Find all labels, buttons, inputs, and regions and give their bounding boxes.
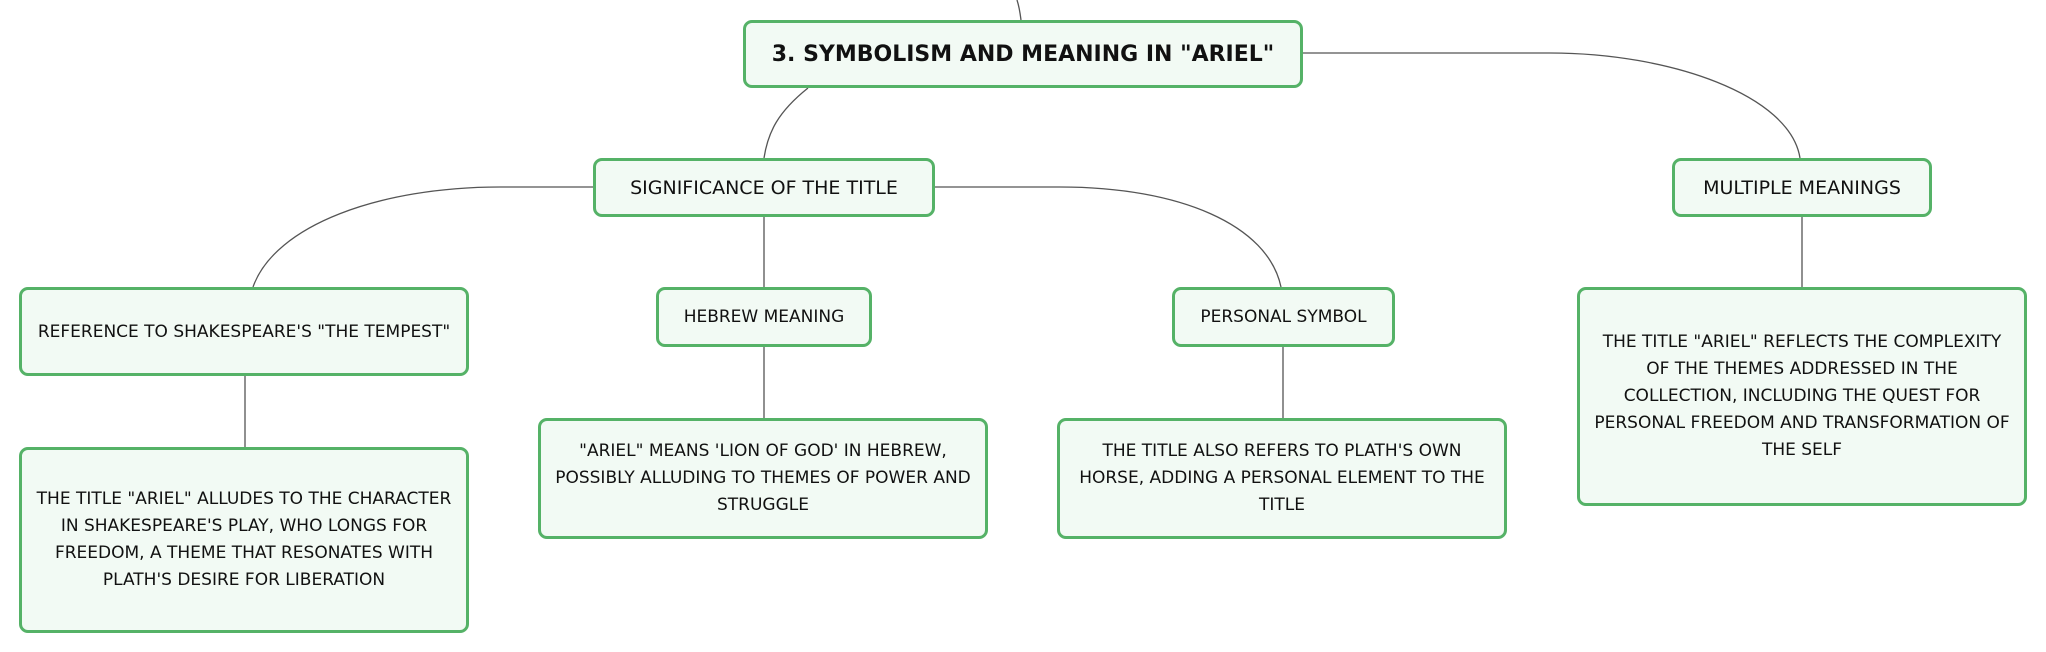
personal-symbol-node[interactable]: PERSONAL SYMBOL — [1172, 287, 1395, 347]
hebrew-detail-node[interactable]: "ARIEL" MEANS 'LION OF GOD' IN HEBREW, P… — [538, 418, 988, 539]
significance-node-label: SIGNIFICANCE OF THE TITLE — [630, 176, 898, 199]
root-node[interactable]: 3. SYMBOLISM AND MEANING IN "ARIEL" — [743, 20, 1303, 88]
hebrew-meaning-node-label: HEBREW MEANING — [683, 307, 845, 327]
personal-symbol-node-label: PERSONAL SYMBOL — [1200, 307, 1367, 327]
significance-node[interactable]: SIGNIFICANCE OF THE TITLE — [593, 158, 935, 217]
multiple-meanings-detail-node[interactable]: THE TITLE "ARIEL" REFLECTS THE COMPLEXIT… — [1577, 287, 2027, 506]
shakespeare-node-label: REFERENCE TO SHAKESPEARE'S "THE TEMPEST" — [37, 321, 451, 342]
root-node-label: 3. SYMBOLISM AND MEANING IN "ARIEL" — [771, 41, 1275, 67]
shakespeare-detail-node[interactable]: THE TITLE "ARIEL" ALLUDES TO THE CHARACT… — [19, 447, 469, 633]
connector-significance-personal — [935, 186, 1282, 288]
connector-significance-shakespeare — [252, 186, 593, 288]
connector-root-significance — [763, 87, 809, 159]
hebrew-detail-text: "ARIEL" MEANS 'LION OF GOD' IN HEBREW, P… — [555, 441, 971, 515]
multiple-meanings-detail-text: THE TITLE "ARIEL" REFLECTS THE COMPLEXIT… — [1594, 332, 2010, 460]
personal-detail-node[interactable]: THE TITLE ALSO REFERS TO PLATH'S OWN HOR… — [1057, 418, 1507, 539]
multiple-meanings-node-label: MULTIPLE MEANINGS — [1703, 176, 1901, 199]
shakespeare-node[interactable]: REFERENCE TO SHAKESPEARE'S "THE TEMPEST" — [19, 287, 469, 376]
connector-incoming — [1016, 0, 1022, 21]
multiple-meanings-node[interactable]: MULTIPLE MEANINGS — [1672, 158, 1932, 217]
connector-root-multiple — [1302, 52, 1801, 159]
shakespeare-detail-text: THE TITLE "ARIEL" ALLUDES TO THE CHARACT… — [36, 489, 452, 590]
personal-detail-text: THE TITLE ALSO REFERS TO PLATH'S OWN HOR… — [1079, 441, 1485, 515]
hebrew-meaning-node[interactable]: HEBREW MEANING — [656, 287, 872, 347]
